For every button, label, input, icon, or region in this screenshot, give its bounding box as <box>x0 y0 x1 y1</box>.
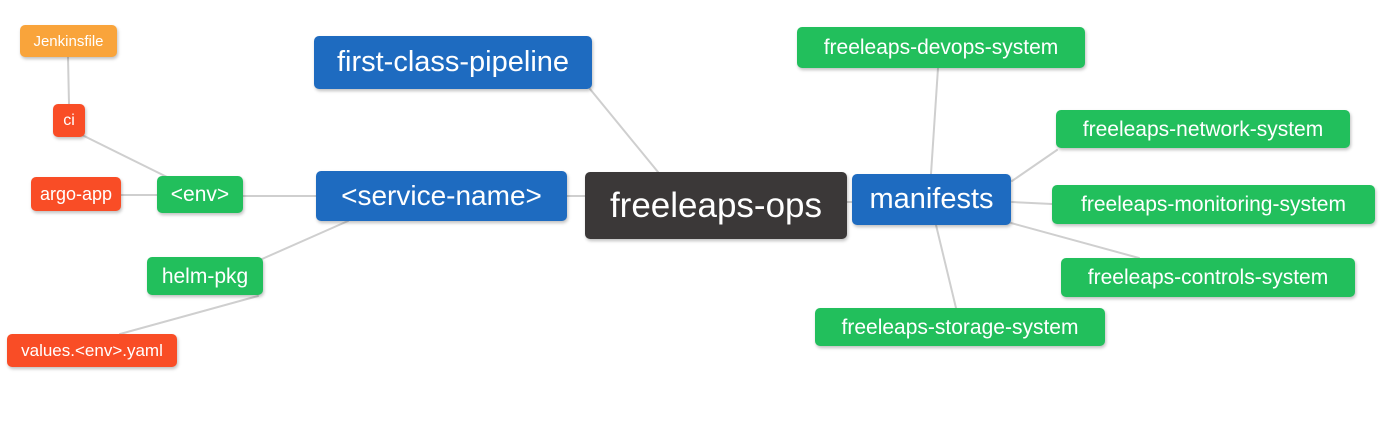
edge-manifests-to-freeleaps-monitoring-system <box>1011 201 1053 205</box>
node-freeleaps-storage-system[interactable]: freeleaps-storage-system <box>815 308 1105 346</box>
node-freeleaps-network-system[interactable]: freeleaps-network-system <box>1056 110 1350 148</box>
edge-first-class-pipeline-to-freeleaps-ops <box>589 88 659 173</box>
edge-ci-to-env <box>75 131 168 178</box>
node-freeleaps-controls-system[interactable]: freeleaps-controls-system <box>1061 258 1355 297</box>
node-helm-pkg[interactable]: helm-pkg <box>147 257 263 295</box>
node-freeleaps-devops-system[interactable]: freeleaps-devops-system <box>797 27 1085 68</box>
node-freeleaps-ops[interactable]: freeleaps-ops <box>585 172 847 239</box>
edge-helm-pkg-to-values-env-yaml <box>119 295 259 335</box>
node-ci[interactable]: ci <box>53 104 85 137</box>
edge-manifests-to-freeleaps-network-system <box>1011 149 1058 182</box>
edge-helm-pkg-to-service-name <box>261 220 349 260</box>
node-first-class-pipeline[interactable]: first-class-pipeline <box>314 36 592 89</box>
node-jenkinsfile[interactable]: Jenkinsfile <box>20 25 117 57</box>
node-service-name[interactable]: <service-name> <box>316 171 567 221</box>
edge-jenkinsfile-to-ci <box>67 56 70 105</box>
node-env[interactable]: <env> <box>157 176 243 213</box>
node-values-env-yaml[interactable]: values.<env>.yaml <box>7 334 177 367</box>
edge-manifests-to-freeleaps-storage-system <box>935 224 957 309</box>
node-freeleaps-monitoring-system[interactable]: freeleaps-monitoring-system <box>1052 185 1375 224</box>
edge-manifests-to-freeleaps-controls-system <box>1010 222 1140 259</box>
edge-manifests-to-freeleaps-devops-system <box>930 67 939 175</box>
node-argo-app[interactable]: argo-app <box>31 177 121 211</box>
node-manifests[interactable]: manifests <box>852 174 1011 225</box>
